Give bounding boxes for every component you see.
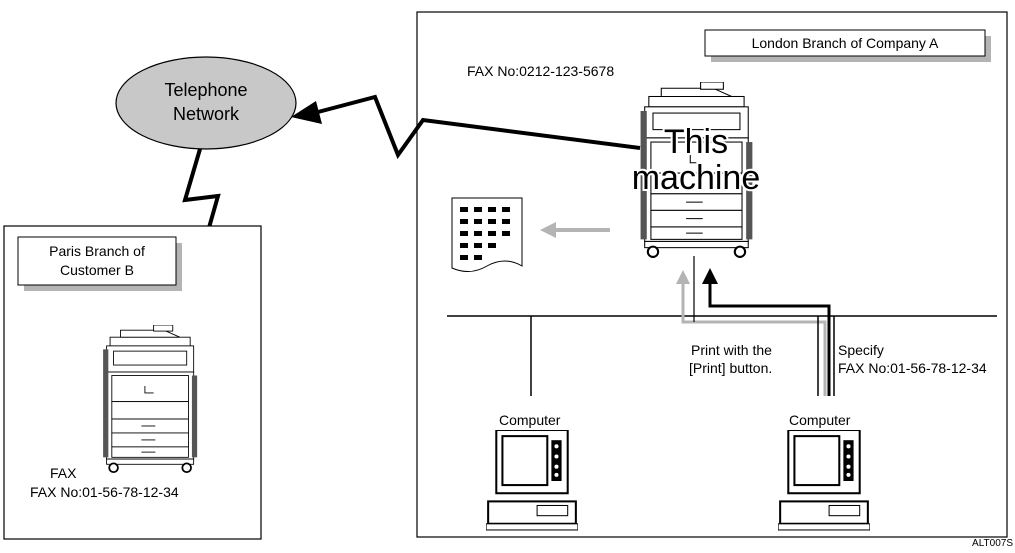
london-branch-label: London Branch of Company A bbox=[752, 35, 939, 51]
telephone-network-cloud: Telephone Network bbox=[115, 56, 297, 150]
paris-fax-label: FAX bbox=[50, 465, 77, 481]
right-computer-icon bbox=[778, 430, 870, 531]
fax-data-path bbox=[702, 268, 835, 396]
svg-text:machine: machine bbox=[632, 159, 761, 197]
left-computer-label: Computer bbox=[499, 412, 561, 428]
paris-branch-label-line2: Customer B bbox=[60, 262, 134, 278]
paris-fax-number: FAX No:01-56-78-12-34 bbox=[30, 484, 179, 500]
figure-code: ALT007S bbox=[972, 538, 1013, 548]
paris-branch-label-box: Paris Branch of Customer B bbox=[17, 236, 182, 291]
telephone-network-label-line2: Network bbox=[173, 104, 240, 124]
this-machine-label: This machine bbox=[630, 121, 763, 199]
print-output-arrow bbox=[540, 222, 610, 238]
paris-fax-printer-icon bbox=[103, 325, 199, 473]
specify-instruction-line1: Specify bbox=[838, 342, 884, 358]
machine-to-network-link bbox=[291, 94, 641, 160]
print-data-path bbox=[676, 256, 827, 396]
right-computer-label: Computer bbox=[789, 412, 851, 428]
telephone-network-label-line1: Telephone bbox=[164, 80, 247, 100]
print-instruction-line2: [Print] button. bbox=[689, 360, 772, 376]
specify-instruction-line2: FAX No:01-56-78-12-34 bbox=[838, 360, 987, 376]
london-branch-label-box: London Branch of Company A bbox=[704, 29, 991, 62]
printed-document-icon bbox=[451, 197, 523, 272]
london-fax-number: FAX No:0212-123-5678 bbox=[467, 63, 614, 79]
paris-branch-label-line1: Paris Branch of bbox=[49, 243, 145, 259]
left-computer-icon bbox=[486, 430, 578, 531]
svg-text:This: This bbox=[664, 123, 728, 161]
print-instruction-line1: Print with the bbox=[691, 342, 772, 358]
